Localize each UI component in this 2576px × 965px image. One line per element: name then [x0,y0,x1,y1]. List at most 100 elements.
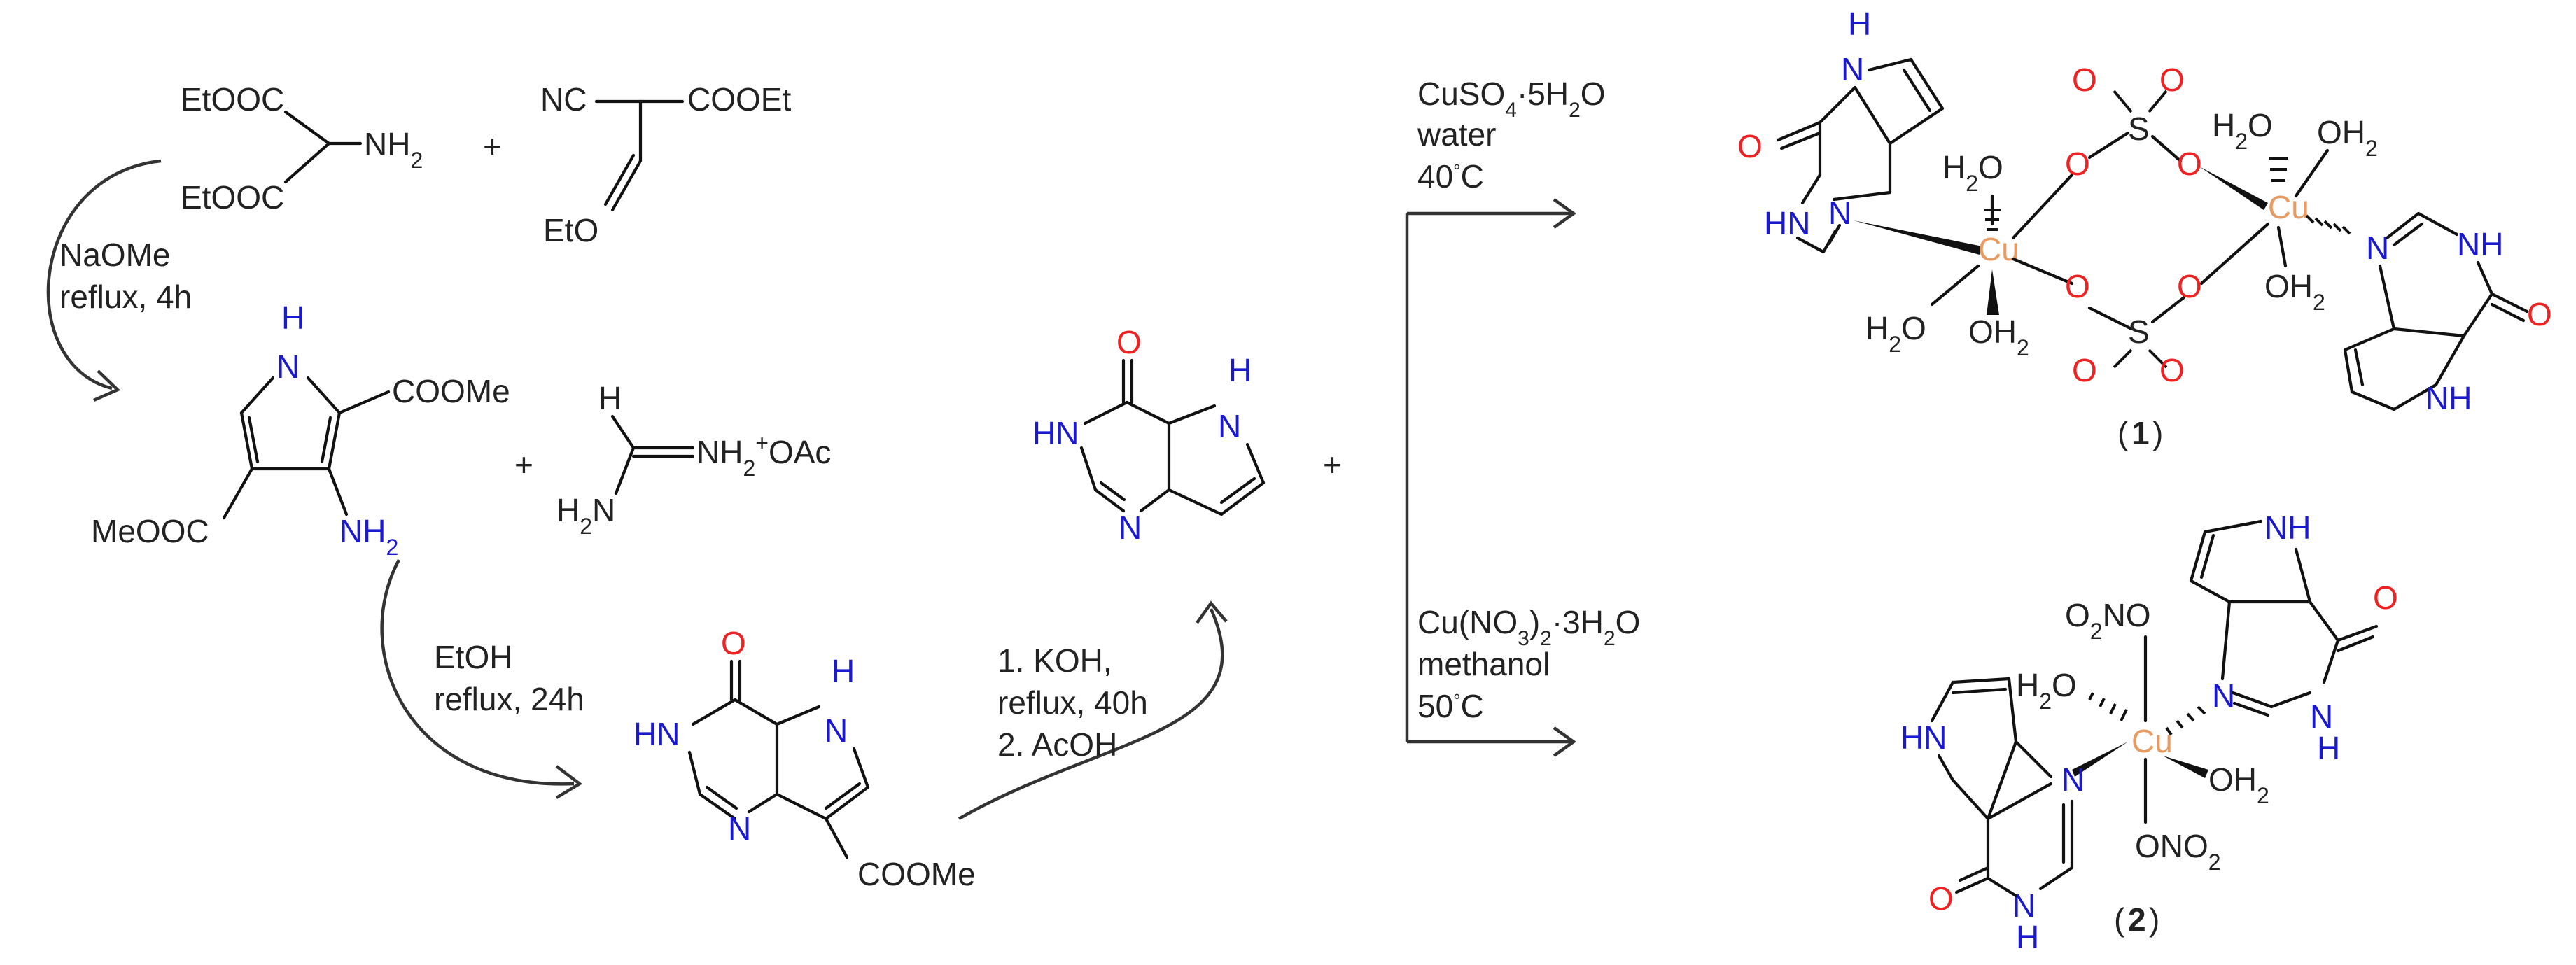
pyrrolopyrimidinone-ester: O HN N N H COOMe [634,625,976,892]
svg-text:(: ( [2114,901,2125,938]
svg-text:MeOOC: MeOOC [91,513,209,549]
svg-text:O: O [2373,579,2398,616]
svg-text:CuSO4·5H2O: CuSO4·5H2O [1418,76,1606,122]
aminopyrrole-diester: H N COOMe MeOOC NH2 [91,300,510,560]
formamidine-acetate: H NH2+OAc H2N [556,380,831,539]
plus-sign: + [483,128,502,164]
pyrrolopyrimidinone-ligand: O HN N N H [1032,324,1266,546]
svg-text:H: H [2016,919,2039,955]
ethoxymethylene-cyanoacetate: NC COOEt EtO [540,81,791,248]
svg-text:EtOOC: EtOOC [181,81,284,118]
svg-text:NH2: NH2 [340,513,398,560]
svg-text:O: O [721,625,746,661]
svg-text:N: N [1841,51,1864,87]
svg-text:O: O [2527,296,2552,332]
svg-text:O2NO: O2NO [2065,597,2151,644]
svg-text:H2O: H2O [1865,310,1926,357]
svg-text:NH2: NH2 [364,126,423,173]
svg-text:H2O: H2O [2212,107,2273,154]
svg-text:O: O [2177,146,2202,182]
svg-text:N: N [2310,698,2333,735]
svg-text:O: O [2065,146,2090,182]
svg-text:EtO: EtO [543,212,598,248]
svg-text:NH: NH [2457,226,2503,262]
svg-text:S: S [2128,314,2150,350]
svg-text:OH2: OH2 [1968,314,2029,360]
svg-text:NH2+OAc: NH2+OAc [696,430,831,481]
svg-text:HN: HN [1900,719,1947,756]
svg-text:OH2: OH2 [2317,114,2378,161]
svg-text:50°C: 50°C [1418,688,1484,724]
svg-text:COOEt: COOEt [687,81,791,118]
svg-text:HN: HN [1764,205,1810,241]
svg-text:N: N [2366,230,2389,266]
svg-text:O: O [2065,268,2090,304]
svg-text:O: O [2072,62,2097,98]
svg-text:OH2: OH2 [2208,761,2269,808]
svg-text:methanol: methanol [1418,646,1550,682]
svg-text:OH2: OH2 [2264,268,2325,315]
step3-line3: 2. AcOH [997,726,1117,763]
svg-text:): ) [2149,901,2160,938]
svg-text:40°C: 40°C [1418,158,1484,195]
svg-text:N: N [2062,761,2085,798]
svg-text:H: H [598,380,622,416]
branch-arrow [1405,198,1576,757]
svg-text:Cu: Cu [2268,189,2309,225]
svg-text:H2N: H2N [556,492,615,539]
step2-solvent: EtOH [434,639,512,675]
svg-text:N: N [276,348,300,385]
step3-arrow [958,608,1224,820]
svg-text:H2O: H2O [2016,667,2077,714]
svg-text:H: H [1848,6,1871,42]
svg-text:O: O [1928,880,1954,917]
svg-text:N: N [728,810,751,847]
plus-sign: + [1323,446,1342,483]
svg-text:water: water [1417,116,1496,153]
svg-text:COOMe: COOMe [858,856,976,892]
svg-text:O: O [2160,62,2185,98]
svg-text:Cu(NO3)2·3H2O: Cu(NO3)2·3H2O [1418,604,1640,650]
route1-conditions: CuSO4·5H2O water 40°C [1417,76,1606,195]
plus-sign: + [514,446,533,483]
complex-1: H N N O HN Cu H2O O O H2O OH2 [1737,6,2552,451]
svg-text:N: N [825,712,848,749]
svg-text:N: N [2012,887,2036,924]
svg-text:N: N [1119,509,1142,546]
svg-text:N: N [2212,677,2235,714]
svg-text:HN: HN [634,716,680,752]
svg-text:S: S [2128,111,2150,147]
svg-text:N: N [1218,408,1241,444]
svg-text:ONO2: ONO2 [2135,828,2221,875]
svg-text:H: H [2317,730,2340,766]
svg-text:EtOOC: EtOOC [181,179,284,216]
complex-2: O2NO Cu ONO2 H2O OH2 N N H O NH [1900,509,2398,955]
step1-reagent: NaOMe [59,237,170,273]
svg-text:H: H [1228,352,1252,388]
svg-text:COOMe: COOMe [392,373,510,409]
step2-arrow [380,558,575,786]
svg-text:): ) [2152,415,2163,451]
step2-condition: reflux, 24h [434,681,584,717]
svg-text:O: O [2072,352,2097,388]
svg-text:NH: NH [2426,380,2472,416]
route2-conditions: Cu(NO3)2·3H2O methanol 50°C [1418,604,1640,724]
svg-text:(: ( [2118,415,2129,451]
svg-text:NC: NC [540,81,587,118]
step3-line2: reflux, 40h [997,684,1148,721]
svg-text:O: O [2177,268,2202,304]
step1-condition: reflux, 4h [59,279,192,315]
diethyl-aminomalonate: EtOOC EtOOC NH2 [181,81,423,216]
svg-text:HN: HN [1032,415,1079,451]
svg-text:H2O: H2O [1942,149,2003,196]
compound-label-2: 2 [2128,901,2146,938]
svg-text:O: O [1116,324,1142,360]
step3-line1: 1. KOH, [997,642,1112,679]
svg-text:H: H [832,653,855,689]
svg-text:NH: NH [2264,509,2311,546]
compound-label-1: 1 [2132,415,2150,451]
svg-text:H: H [281,300,304,336]
svg-text:O: O [1737,128,1763,164]
step1-arrow [46,159,162,390]
